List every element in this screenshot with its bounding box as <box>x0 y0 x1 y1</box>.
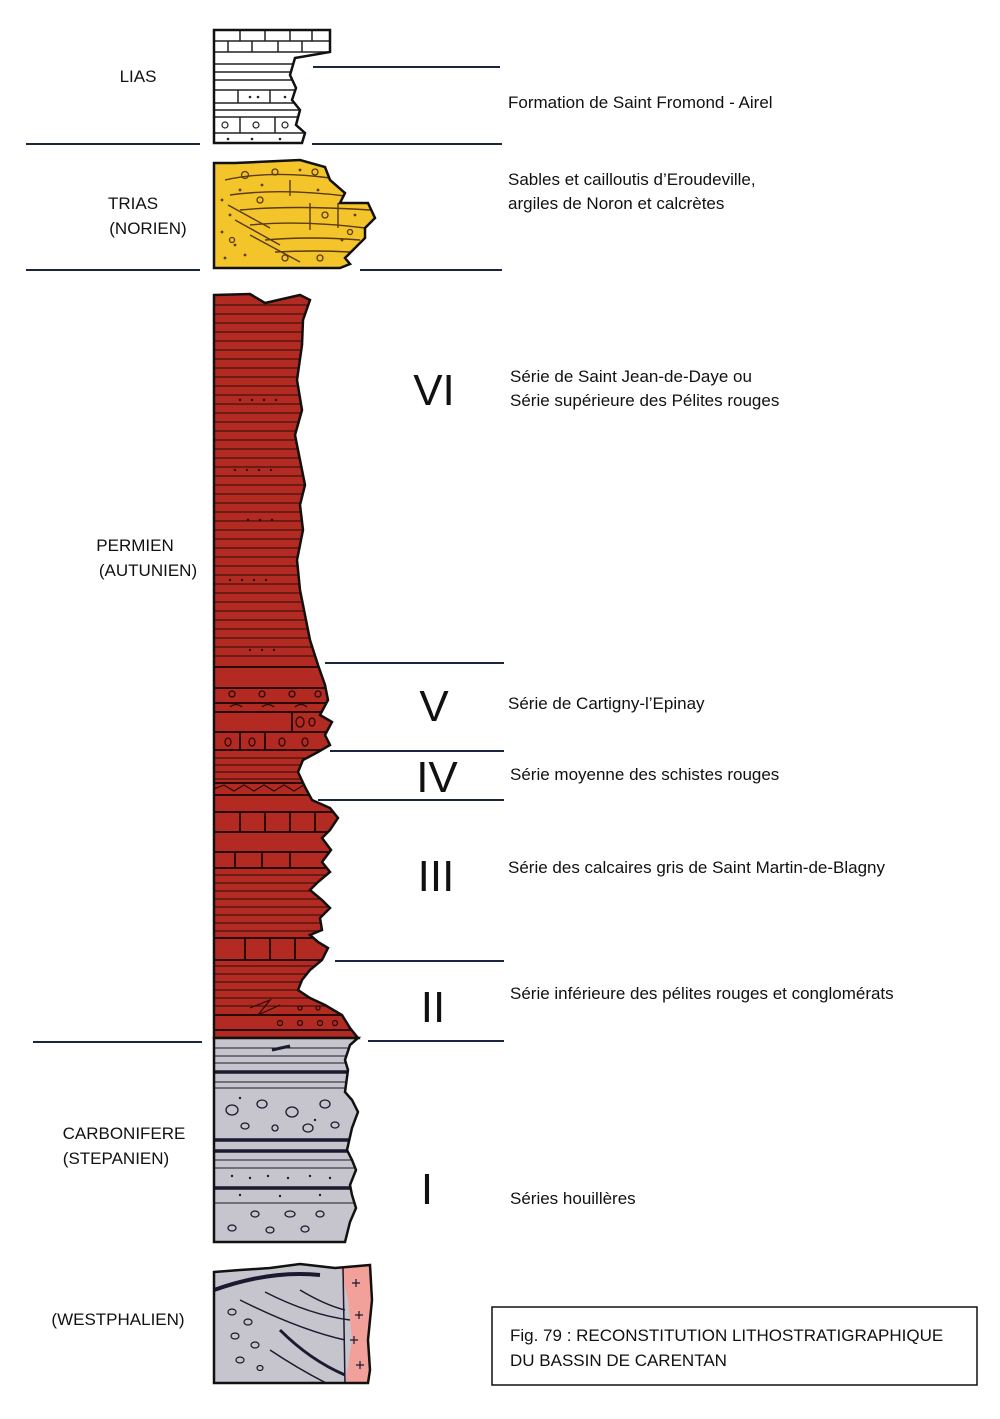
era-label-carbonifere: CARBONIFERE <box>63 1124 186 1143</box>
series-numeral-iii: III <box>418 852 455 901</box>
era-label-trias-stage: (NORIEN) <box>109 219 186 238</box>
boundary-lines <box>26 66 504 1043</box>
era-label-westphalien: (WESTPHALIEN) <box>51 1310 184 1329</box>
lias-column <box>212 28 332 145</box>
series-description: Série moyenne des schistes rouges <box>510 765 779 784</box>
figure-caption: Fig. 79 : RECONSTITUTION LITHOSTRATIGRAP… <box>491 1306 978 1386</box>
series-numeral-vi: VI <box>413 366 455 415</box>
caption-line-1: Fig. 79 : RECONSTITUTION LITHOSTRATIGRAP… <box>510 1326 943 1345</box>
trias-column <box>212 158 377 270</box>
westphalien-block <box>212 1262 374 1385</box>
era-label-trias: TRIAS <box>108 194 158 213</box>
series-description: Sables et cailloutis d’Eroudeville, <box>508 170 756 189</box>
series-description: Série supérieure des Pélites rouges <box>510 391 779 410</box>
series-description: Formation de Saint Fromond - Airel <box>508 93 773 112</box>
permian-column <box>212 292 361 1040</box>
series-labels: Formation de Saint Fromond - Airel Sable… <box>413 93 893 1214</box>
era-label-permien: PERMIEN <box>96 536 173 555</box>
series-description: Séries houillères <box>510 1189 636 1208</box>
series-description: Série des calcaires gris de Saint Martin… <box>508 858 886 877</box>
series-numeral-i: I <box>421 1165 433 1214</box>
series-numeral-v: V <box>419 682 449 731</box>
era-labels: LIAS TRIAS (NORIEN) PERMIEN (AUTUNIEN) C… <box>51 67 197 1329</box>
series-description: Série de Cartigny-l’Epinay <box>508 694 705 713</box>
series-description: Série inférieure des pélites rouges et c… <box>510 984 894 1003</box>
series-numeral-ii: II <box>421 983 445 1032</box>
series-description: argiles de Noron et calcrètes <box>508 194 724 213</box>
caption-line-2: DU BASSIN DE CARENTAN <box>510 1351 727 1370</box>
era-label-permien-stage: (AUTUNIEN) <box>99 561 197 580</box>
carboniferous-column <box>212 1036 362 1244</box>
caption-box <box>491 1306 978 1386</box>
series-numeral-iv: IV <box>416 753 458 802</box>
era-label-lias: LIAS <box>120 67 157 86</box>
series-description: Série de Saint Jean-de-Daye ou <box>510 367 752 386</box>
era-label-carbonifere-stage: (STEPANIEN) <box>63 1149 169 1168</box>
